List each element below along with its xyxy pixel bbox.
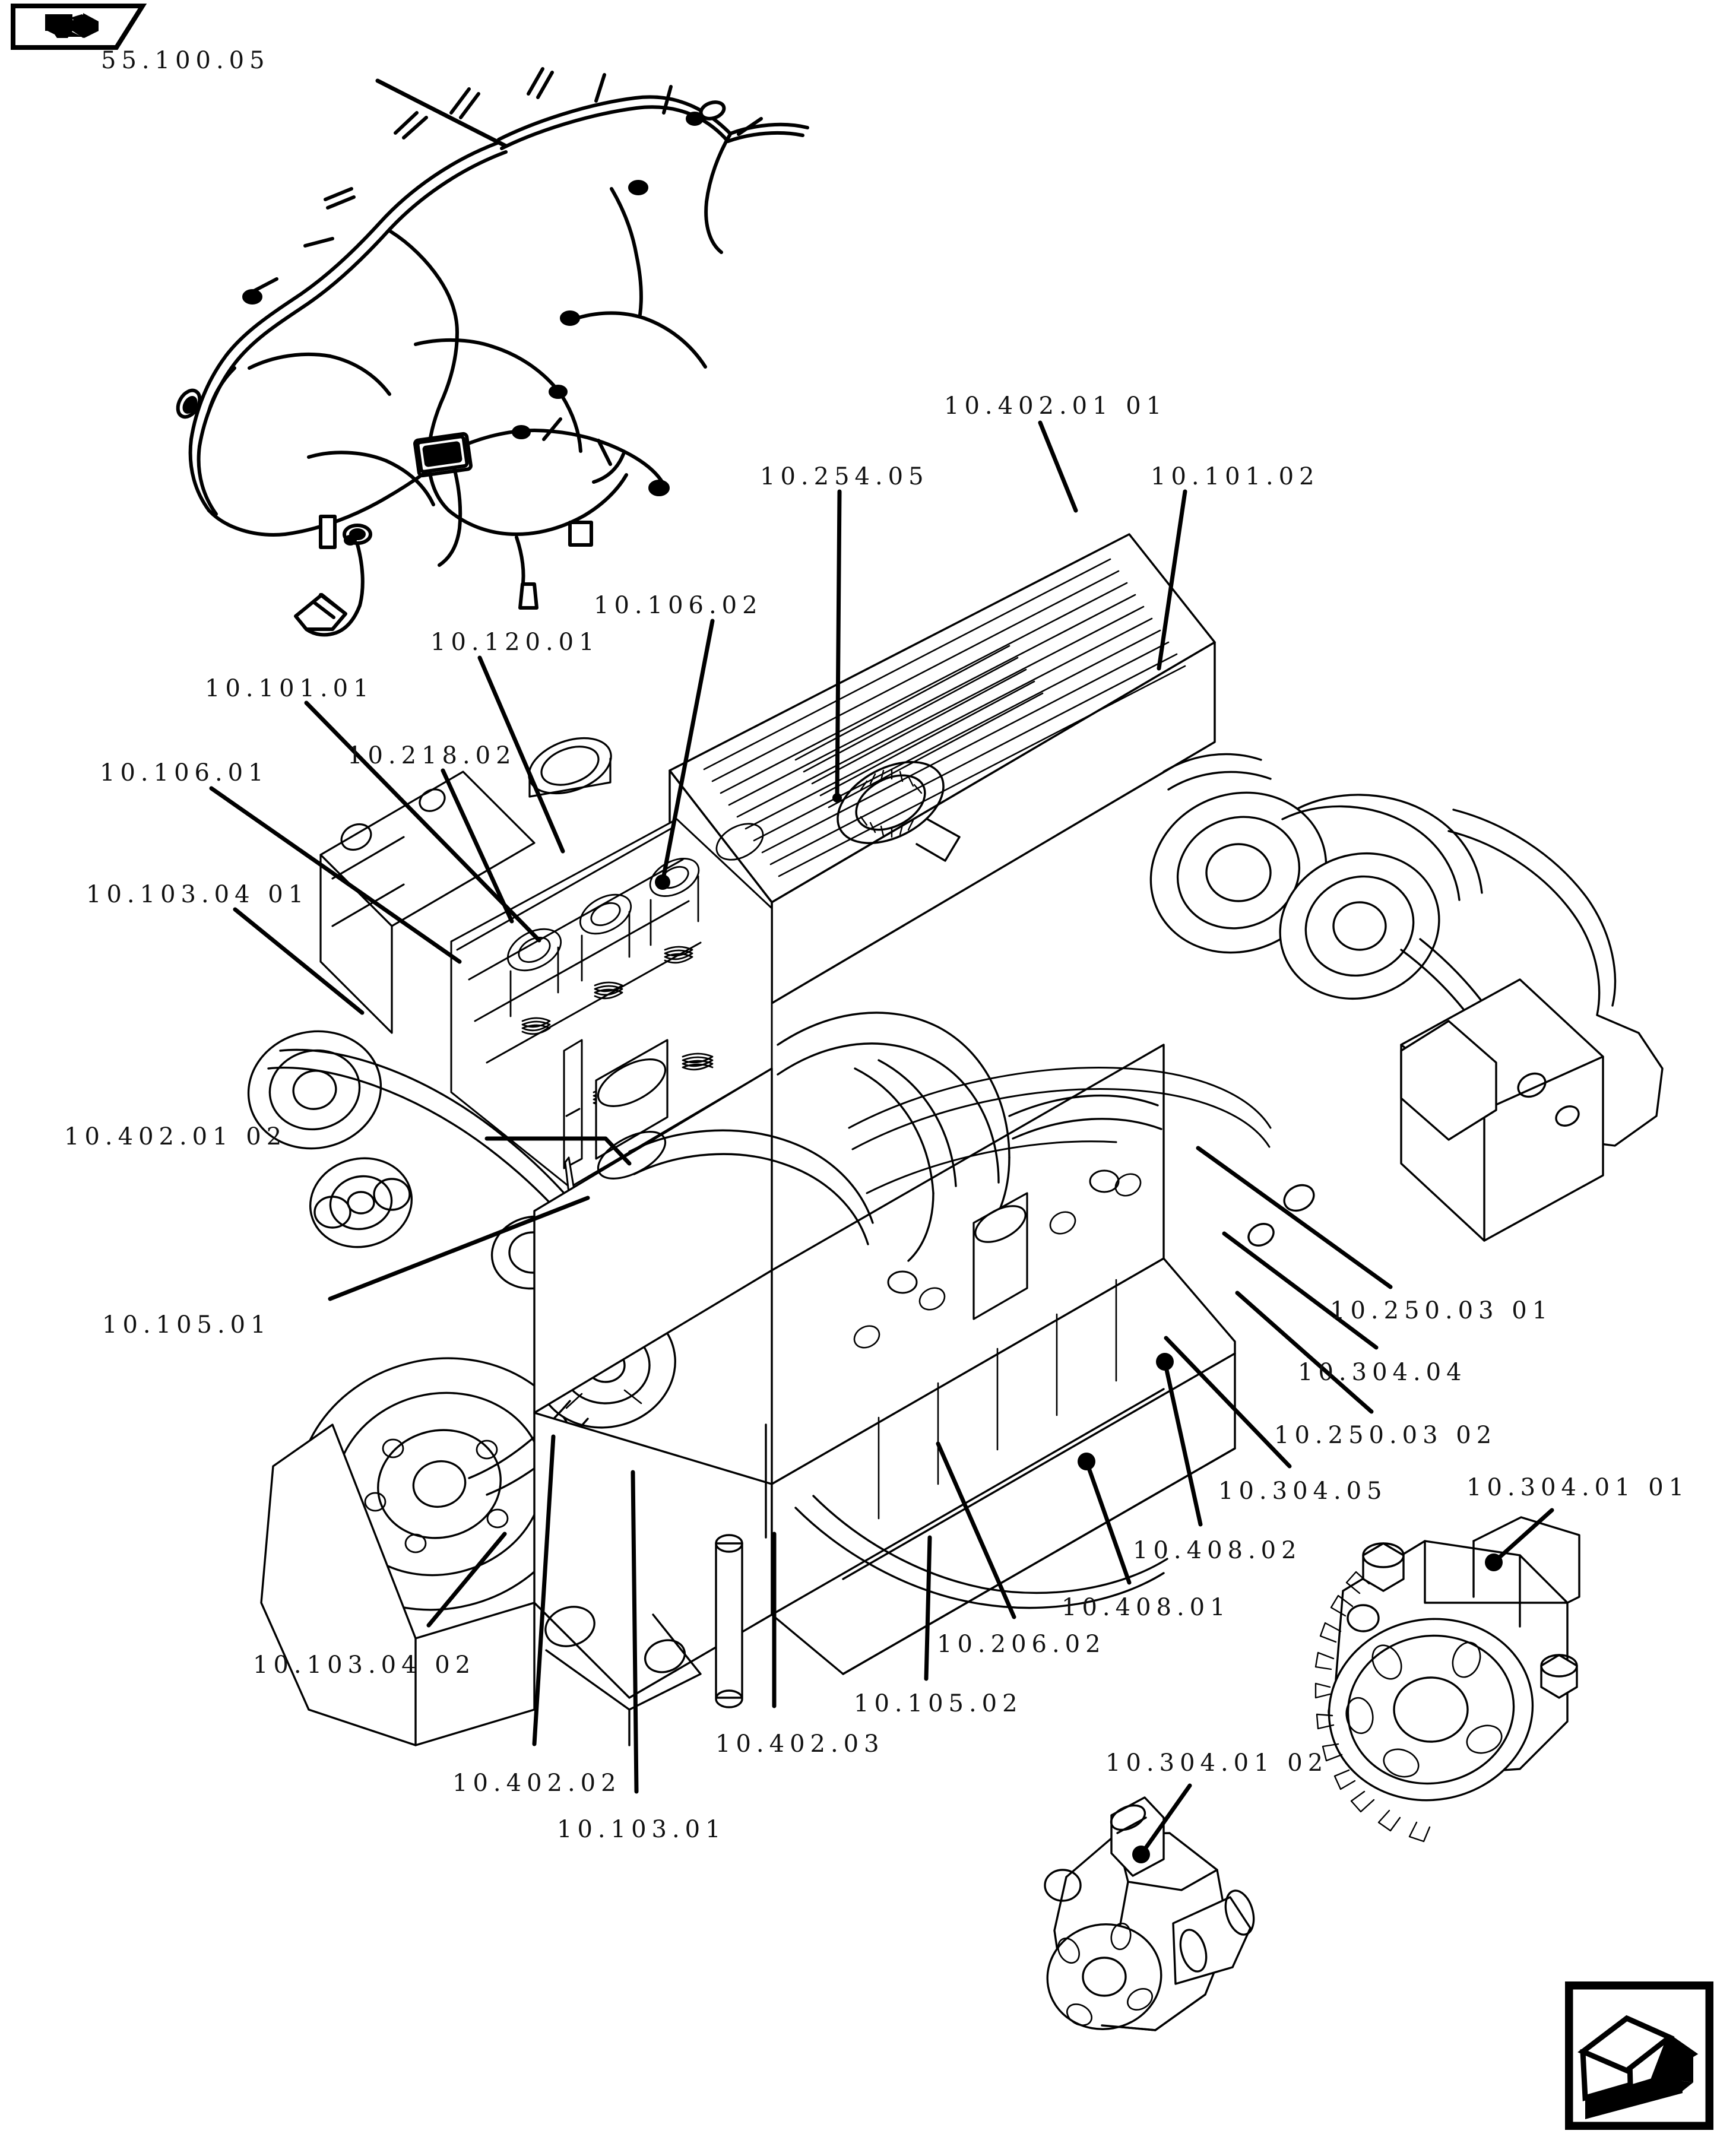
callout-10-304-01-01[interactable]: 10.304.01 01 — [1466, 1474, 1690, 1501]
callout-10-120-01[interactable]: 10.120.01 — [430, 629, 600, 656]
callout-10-101-01[interactable]: 10.101.01 — [205, 675, 374, 702]
callout-10-101-02[interactable]: 10.101.02 — [1151, 463, 1320, 490]
callout-10-402-02[interactable]: 10.402.02 — [452, 1770, 622, 1797]
callout-10-250-03-01[interactable]: 10.250.03 01 — [1330, 1297, 1553, 1324]
callout-10-106-02[interactable]: 10.106.02 — [594, 592, 763, 619]
callout-10-304-04[interactable]: 10.304.04 — [1298, 1359, 1467, 1386]
callout-10-254-05[interactable]: 10.254.05 — [760, 463, 929, 490]
callout-10-402-03[interactable]: 10.402.03 — [715, 1730, 885, 1758]
callout-10-304-01-02[interactable]: 10.304.01 02 — [1105, 1749, 1329, 1777]
callout-10-105-01[interactable]: 10.105.01 — [102, 1311, 271, 1339]
callout-10-105-02[interactable]: 10.105.02 — [854, 1690, 1023, 1717]
callout-10-402-01-02[interactable]: 10.402.01 02 — [64, 1123, 287, 1150]
section-marker-icon — [11, 4, 147, 50]
callout-10-408-01[interactable]: 10.408.01 — [1062, 1594, 1231, 1621]
callout-10-103-04-02[interactable]: 10.103.04 02 — [253, 1651, 476, 1679]
callout-10-218-02[interactable]: 10.218.02 — [347, 742, 517, 769]
callout-10-106-01[interactable]: 10.106.01 — [100, 759, 269, 787]
callout-10-103-04-01[interactable]: 10.103.04 01 — [86, 881, 309, 908]
callout-55-100-05[interactable]: 55.100.05 — [101, 47, 270, 74]
callout-10-402-01-01[interactable]: 10.402.01 01 — [944, 392, 1167, 420]
callout-10-103-01[interactable]: 10.103.01 — [557, 1816, 726, 1843]
callout-10-206-02[interactable]: 10.206.02 — [937, 1631, 1106, 1658]
callout-10-304-05[interactable]: 10.304.05 — [1218, 1478, 1387, 1505]
callout-10-250-03-02[interactable]: 10.250.03 02 — [1274, 1422, 1497, 1449]
view-direction-icon — [1564, 1980, 1715, 2131]
callout-10-408-02[interactable]: 10.408.02 — [1133, 1537, 1302, 1564]
